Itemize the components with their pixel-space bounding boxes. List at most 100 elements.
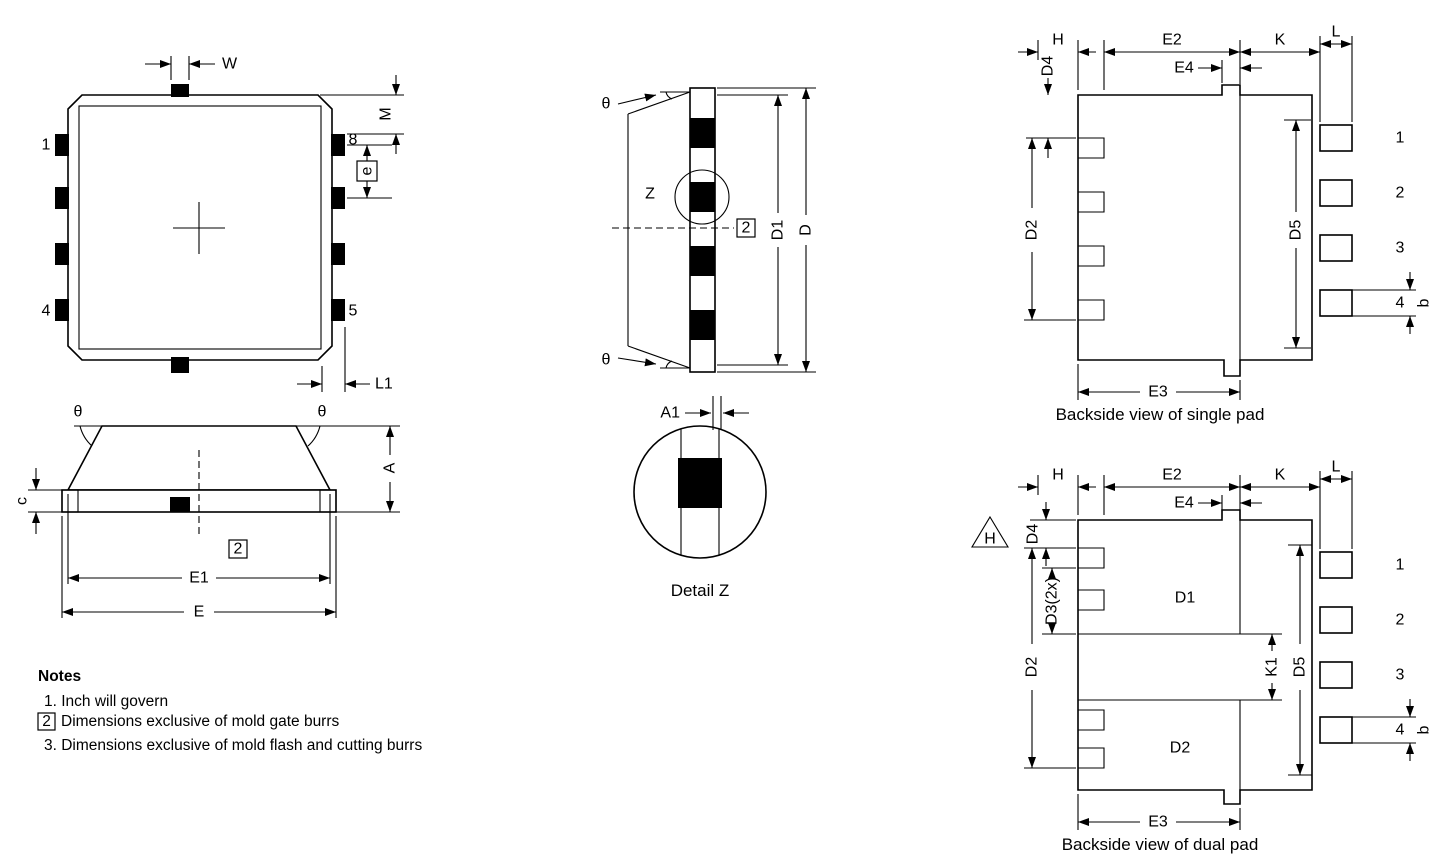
dim-label-k: K (1275, 467, 1286, 484)
dim-label-e: E (194, 604, 205, 621)
dim-label-c: c (14, 497, 31, 505)
pin-pad (1319, 661, 1353, 689)
castellation (1078, 191, 1105, 213)
dim-label-h: H (1052, 467, 1064, 484)
detail-caption: Detail Z (671, 581, 730, 600)
pin-number-3: 3 (1396, 667, 1405, 684)
side-view: θ θ A c 2 E1 E (14, 404, 400, 621)
dim-label-a1: A1 (660, 405, 680, 422)
note-item-3: 3. Dimensions exclusive of mold flash an… (44, 737, 422, 754)
pad-label-d2: D2 (1170, 740, 1191, 757)
dim-label-h: H (1052, 32, 1064, 49)
lead (61, 489, 79, 513)
revision-flag-triangle (971, 515, 1009, 548)
package-inner-edge (78, 105, 322, 350)
dim-label-d2: D2 (1024, 220, 1041, 241)
note-flag-2: 2 (42, 713, 51, 730)
mold-profile (627, 91, 691, 115)
dim-label-e1: E1 (189, 570, 209, 587)
castellation (1078, 299, 1105, 321)
dim-label-theta: θ (602, 96, 611, 113)
body-outline (1077, 509, 1313, 805)
dim-label-w: W (222, 56, 238, 73)
mold-profile (627, 345, 691, 369)
angle-arc (665, 360, 673, 369)
pin-pad (1319, 234, 1353, 262)
view-caption: Backside view of dual pad (1062, 835, 1259, 854)
pin-number-3: 3 (1396, 240, 1405, 257)
notes: Notes 1. Inch will govern 2 Dimensions e… (37, 668, 422, 754)
pad (55, 134, 69, 156)
pin-number-4: 4 (42, 303, 51, 320)
note-flag-2: 2 (234, 541, 243, 558)
pad (55, 299, 69, 321)
castellation (1078, 547, 1105, 569)
pad (690, 310, 715, 340)
dim-label-d5: D5 (1292, 657, 1309, 678)
pin-number-4: 4 (1396, 295, 1405, 312)
castellation (1078, 137, 1105, 159)
pin-pad (1319, 124, 1353, 152)
pin-number-1: 1 (1396, 130, 1405, 147)
pad-top (171, 84, 189, 97)
leader-line (617, 357, 657, 367)
pin-pad (1319, 179, 1353, 207)
pin-number-2: 2 (1396, 612, 1405, 629)
dim-label-b: b (1416, 298, 1433, 307)
note-flag-box (736, 218, 756, 238)
pin-number-1: 1 (42, 137, 51, 154)
view-caption: Backside view of single pad (1056, 405, 1265, 424)
dim-label-e: e (359, 166, 376, 175)
pin-pad (1319, 606, 1353, 634)
note-flag-2: 2 (742, 220, 751, 237)
pin-number-5: 5 (349, 303, 358, 320)
leader-line (617, 93, 657, 105)
dim-label-theta: θ (74, 404, 83, 421)
pin-number-1: 1 (1396, 557, 1405, 574)
pin-number-2: 2 (1396, 185, 1405, 202)
dim-label-d3: D3(2x) (1044, 577, 1061, 625)
dim-label-e3: E3 (1148, 384, 1168, 401)
notes-title: Notes (38, 668, 81, 685)
revision-flag-h: H (984, 531, 996, 548)
dim-label-l: L (1332, 459, 1341, 476)
castellation (1078, 245, 1105, 267)
dim-label-m: M (378, 107, 395, 120)
angle-arc (307, 425, 321, 447)
dim-label-l1: L1 (375, 376, 393, 393)
pad (690, 182, 715, 212)
pad (690, 246, 715, 276)
pin-pad (1319, 716, 1353, 744)
castellation (1078, 747, 1105, 769)
pad (331, 187, 345, 209)
detail-callout-z: Z (645, 186, 655, 203)
dim-label-d4: D4 (1025, 524, 1042, 545)
dim-label-e4: E4 (1174, 495, 1194, 512)
pad (331, 243, 345, 265)
pad (331, 134, 345, 156)
pad (170, 497, 190, 512)
pin-pad (1319, 551, 1353, 579)
pad (331, 299, 345, 321)
pin-number-4: 4 (1396, 722, 1405, 739)
note-flag-box (228, 539, 248, 559)
dim-label-d: D (798, 224, 815, 236)
dim-label-e4: E4 (1174, 60, 1194, 77)
pad-label-d1: D1 (1175, 590, 1196, 607)
dim-label-d4: D4 (1040, 56, 1057, 77)
dim-label-theta: θ (318, 404, 327, 421)
note-item-2: Dimensions exclusive of mold gate burrs (61, 713, 340, 730)
body-outline (1077, 84, 1313, 377)
dim-label-l: L (1332, 24, 1341, 41)
pad (678, 458, 722, 508)
pad (690, 118, 715, 148)
pad (55, 243, 69, 265)
dim-label-e3: E3 (1148, 814, 1168, 831)
dim-label-b: b (1416, 725, 1433, 734)
dim-label-d1: D1 (770, 220, 787, 241)
dim-label-e2: E2 (1162, 32, 1182, 49)
note-flag-box (37, 712, 56, 731)
pin-number-8: 8 (349, 132, 358, 149)
dim-label-k1: K1 (1264, 657, 1281, 677)
